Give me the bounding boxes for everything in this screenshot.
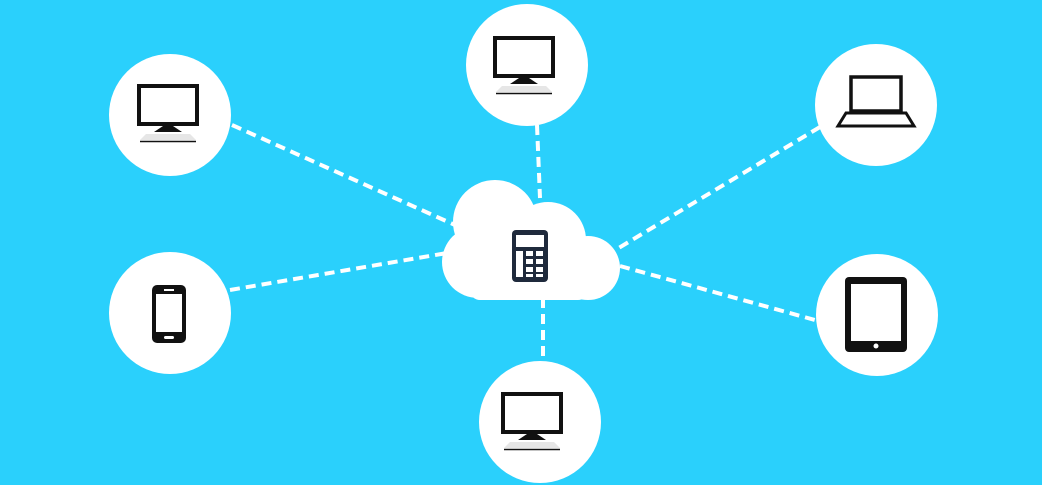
- connector-left: [229, 251, 448, 292]
- cloud-hub: [442, 180, 620, 300]
- laptop-icon: [835, 75, 917, 128]
- smartphone-icon: [152, 285, 186, 343]
- calculator-icon: [512, 230, 548, 282]
- connector-right: [619, 264, 816, 322]
- connector-top-left: [231, 123, 456, 227]
- node-top-left: [109, 54, 231, 176]
- node-top-center: [466, 4, 588, 126]
- connector-top-right: [610, 125, 822, 254]
- node-left: [109, 252, 231, 374]
- tablet-icon: [845, 277, 907, 352]
- connectors: [229, 123, 822, 362]
- connector-top-center: [535, 124, 542, 199]
- node-top-right: [815, 44, 937, 166]
- node-right: [816, 254, 938, 376]
- node-bottom: [479, 361, 601, 483]
